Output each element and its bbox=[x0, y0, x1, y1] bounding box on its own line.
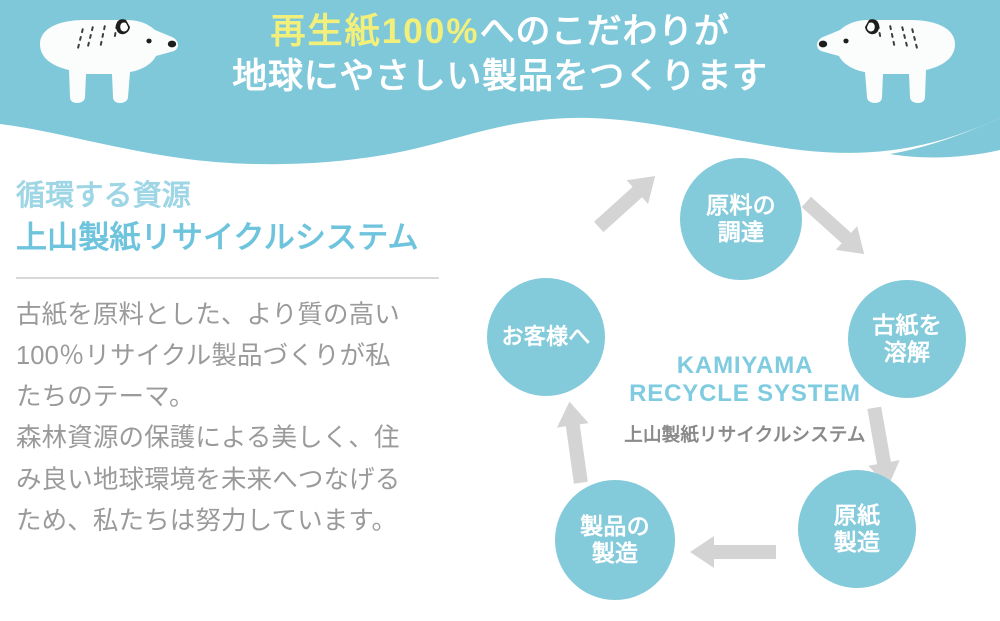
section-heading: 循環する資源 上山製紙リサイクルシステム bbox=[16, 178, 476, 257]
cycle-center-label: KAMIYAMA RECYCLE SYSTEM 上山製紙リサイクルシステム bbox=[580, 352, 910, 447]
cycle-node-okyaku-line1: お客様へ bbox=[501, 324, 591, 350]
cycle-node-genshi-line1: 原紙 bbox=[833, 502, 881, 529]
cycle-node-okyaku[interactable]: お客様へ bbox=[487, 278, 605, 396]
cycle-center-english-line2: RECYCLE SYSTEM bbox=[629, 380, 861, 408]
cycle-node-seihin-line2: 製造 bbox=[591, 540, 639, 566]
body-line-6: ため、私たちは努力しています。 bbox=[16, 507, 398, 536]
banner-title-line2: 地球にやさしい製品をつくります bbox=[232, 56, 768, 96]
arrow-seihin-to-okyaku bbox=[556, 401, 589, 484]
cycle-node-genryo-line1: 原料の bbox=[706, 192, 776, 219]
banner-title: 再生紙100%へのこだわりが 地球にやさしい製品をつくります bbox=[0, 10, 1000, 100]
banner-title-highlight: 再生紙100% bbox=[270, 12, 480, 51]
arrow-koshi-to-genshi bbox=[867, 406, 900, 487]
cycle-node-genryo-line2: 調達 bbox=[717, 219, 765, 245]
cycle-node-koshi[interactable]: 古紙を 溶解 bbox=[848, 280, 966, 398]
recycle-cycle-diagram: 原料の 調達 古紙を 溶解 原紙 製造 製品の 製造 お客様へ KAMIYAMA… bbox=[480, 140, 1000, 621]
body-line-2: 100％リサイクル製品づくりが私 bbox=[16, 341, 391, 370]
section-heading-line1: 循環する資源 bbox=[16, 180, 191, 212]
banner-title-line1-rest: へのこだわりが bbox=[479, 12, 730, 51]
body-line-3: たちのテーマ。 bbox=[16, 383, 195, 412]
arrow-okyaku-to-genryo bbox=[594, 176, 656, 233]
body-line-1: 古紙を原料とした、より質の高い bbox=[16, 300, 400, 329]
cycle-center-english-line1: KAMIYAMA bbox=[676, 352, 814, 379]
cycle-node-koshi-line2: 溶解 bbox=[883, 339, 931, 365]
polar-bear-icon-left bbox=[40, 19, 178, 103]
cycle-center-japanese: 上山製紙リサイクルシステム bbox=[624, 423, 866, 445]
polar-bear-icon-right bbox=[817, 19, 955, 103]
body-line-4: 森林資源の保護による美しく、住 bbox=[16, 424, 400, 453]
arrow-genshi-to-seihin bbox=[690, 536, 776, 568]
body-paragraph: 古紙を原料とした、より質の高い 100％リサイクル製品づくりが私 たちのテーマ。… bbox=[16, 295, 476, 543]
left-text-column: 循環する資源 上山製紙リサイクルシステム 古紙を原料とした、より質の高い 100… bbox=[16, 178, 476, 542]
header-banner: 再生紙100%へのこだわりが 地球にやさしい製品をつくります bbox=[0, 0, 1000, 185]
section-heading-line2: 上山製紙リサイクルシステム bbox=[16, 219, 419, 255]
banner-wave-background bbox=[0, 0, 1000, 165]
cycle-node-genryo[interactable]: 原料の 調達 bbox=[680, 158, 802, 280]
banner-title-line1: 再生紙100%へのこだわりが bbox=[0, 10, 1000, 55]
cycle-node-seihin[interactable]: 製品の 製造 bbox=[555, 480, 675, 600]
cycle-node-genshi[interactable]: 原紙 製造 bbox=[798, 470, 916, 588]
cycle-node-seihin-line1: 製品の bbox=[580, 513, 650, 540]
cycle-center-english: KAMIYAMA RECYCLE SYSTEM bbox=[580, 352, 910, 409]
arrow-genryo-to-koshi bbox=[801, 196, 865, 255]
cycle-node-genshi-line2: 製造 bbox=[833, 529, 881, 555]
body-line-5: み良い地球環境を未来へつなげる bbox=[16, 465, 401, 494]
heading-divider bbox=[16, 276, 439, 279]
cycle-arrows-group bbox=[556, 176, 900, 568]
cycle-node-koshi-line1: 古紙を bbox=[872, 312, 942, 339]
